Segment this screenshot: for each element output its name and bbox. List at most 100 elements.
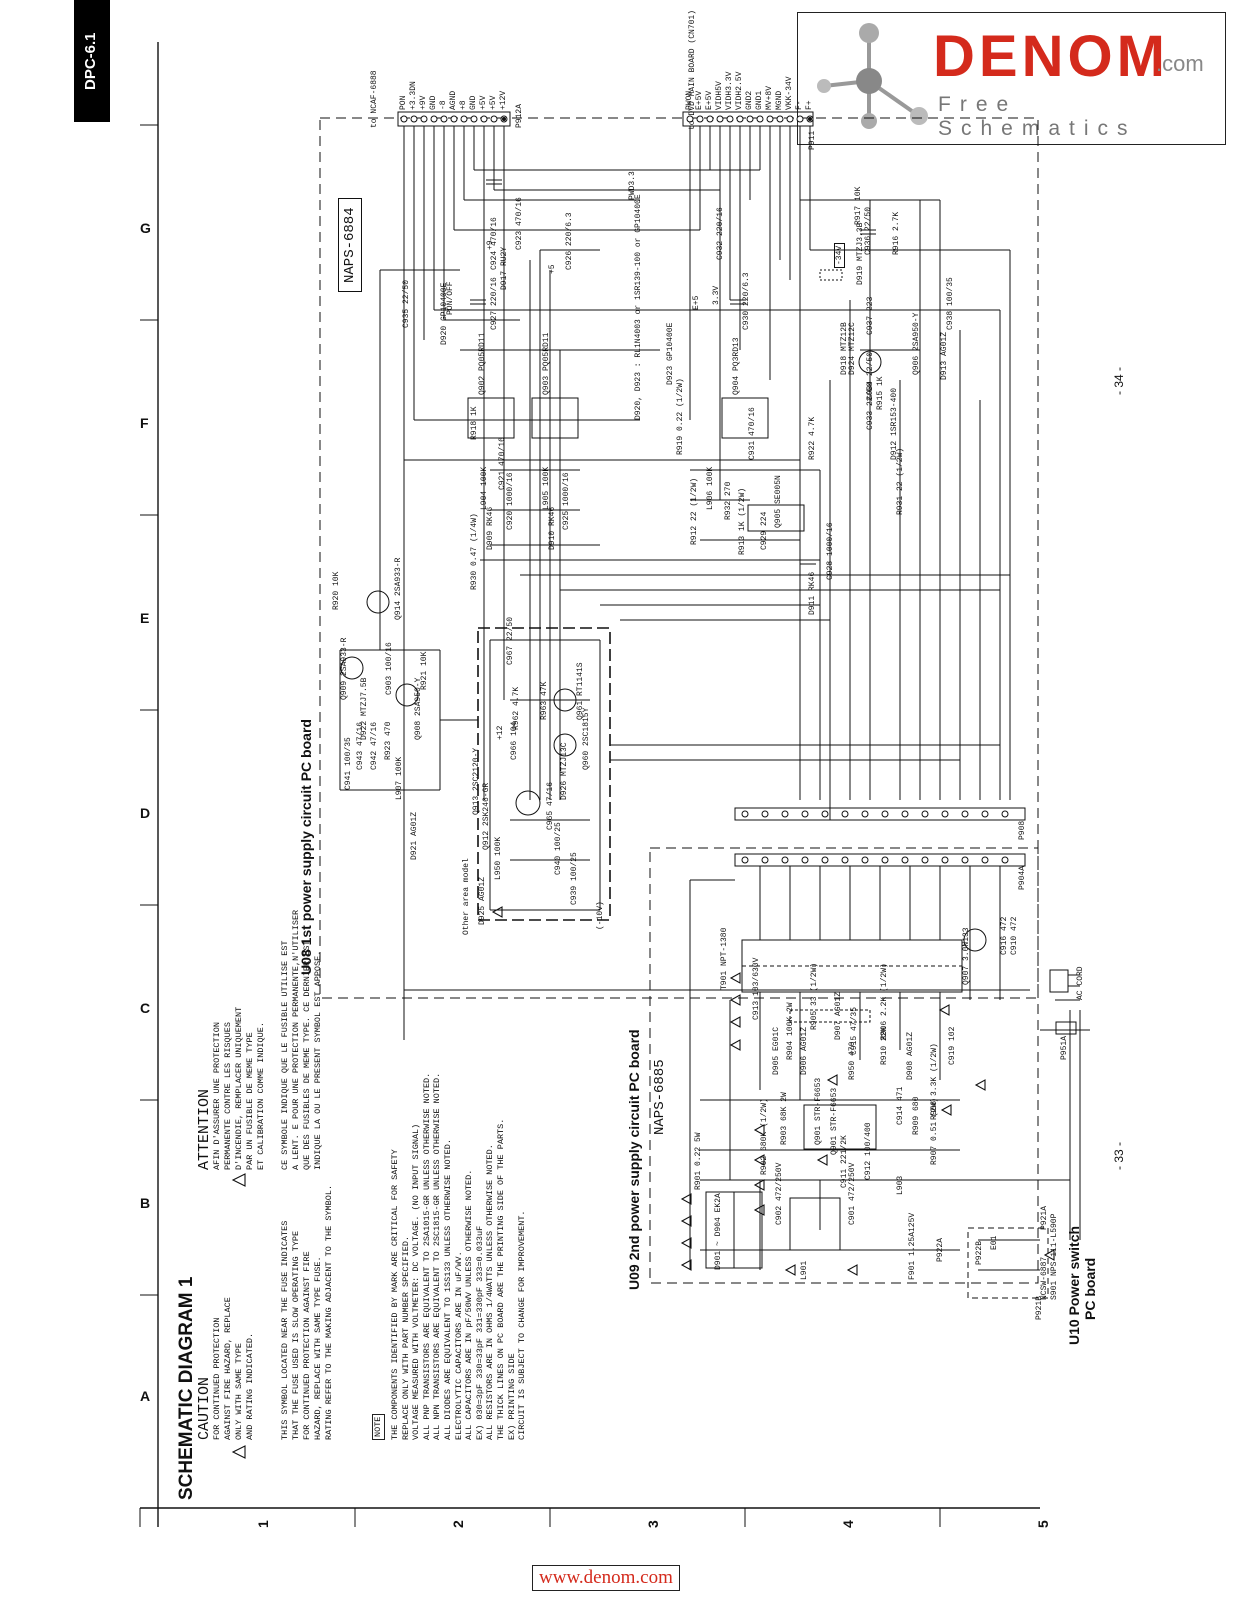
part-label: C935 22/50: [402, 279, 411, 328]
part-label: R904 100K 2W: [786, 1002, 795, 1060]
part-label: R917 10K: [854, 186, 863, 225]
notes-list: THE COMPONENTS IDENTIFIED BY MARK ARE CR…: [390, 1072, 528, 1440]
part-label: C965 47/16: [546, 781, 555, 830]
voltage-label-minus34: -34V: [834, 242, 845, 268]
part-label: Q961 RT1141S: [576, 662, 585, 720]
part-label: R915 1K: [876, 376, 885, 410]
column-label-d: D: [140, 805, 151, 821]
net-label-pon-off: PON/OFF: [446, 281, 455, 315]
part-label: C921 470/16: [498, 437, 507, 490]
part-label: C929 224: [760, 511, 769, 550]
p951a-label: P951A: [1060, 1035, 1069, 1060]
board-label-u10-line1: U10 Power switch: [1066, 1225, 1082, 1345]
part-label: R918 1K: [470, 406, 479, 440]
p911-id: P911: [808, 130, 817, 150]
p912a-pin-8: +5V: [479, 95, 488, 110]
part-label: R963 47K: [540, 681, 549, 720]
board-code-u08: NAPS-6884: [338, 198, 362, 292]
p912a-pin-0: PON: [399, 95, 408, 110]
part-label: D923 GP10400E: [666, 322, 675, 385]
ic-label-q901: Q901 STR-F6653: [814, 1077, 823, 1145]
footer-website-link[interactable]: www.denom.com: [532, 1565, 680, 1591]
p912a-pin-3: GND: [429, 95, 438, 110]
part-label: D917 RU2Y: [500, 246, 509, 290]
part-label: L950 100K: [494, 836, 503, 880]
p911-pin-1: E+5V: [695, 90, 704, 110]
part-label: D921 AG01Z: [410, 811, 419, 860]
p911-pin-5: VIDH2.5V: [735, 71, 744, 110]
part-label: L905 100K: [542, 466, 551, 510]
p912a-pin-5: AGND: [449, 90, 458, 110]
caution-heading: CAUTION: [196, 1376, 213, 1440]
diode-substitution-note: D920, D923 : RL1N4003 or 1SR139-100 or G…: [634, 194, 643, 420]
part-label: Q914 2SA933-R: [394, 557, 403, 620]
p911-pin-2: E+5V: [705, 90, 714, 110]
part-label: Q912 2SK246-GR: [482, 782, 491, 850]
part-label: C916 472: [1000, 916, 1009, 955]
ic-label-q904: Q904 PQ3RD13: [732, 337, 741, 395]
part-label: R912 22 (1/2W): [690, 477, 699, 545]
part-label: C901 472/250V: [848, 1162, 857, 1225]
part-label: L906 100K: [706, 466, 715, 510]
part-label: C938 100/35: [946, 277, 955, 330]
part-label: R901 0.22 5W: [694, 1132, 703, 1190]
part-label: R913 1K (1/2W): [738, 487, 747, 555]
part-label: C926 220/6.3: [565, 212, 574, 270]
p922b-label: P922B: [975, 1240, 984, 1265]
part-label: T901 NPT-1380: [720, 927, 729, 990]
p911-pin-6: GND2: [745, 90, 754, 110]
part-label: R931 22 (1/2W): [896, 447, 905, 515]
part-label: S901 NPS-111-L590P: [1050, 1213, 1059, 1300]
column-label-e: E: [140, 610, 150, 626]
part-label: C919 102: [948, 1026, 957, 1065]
part-label: R932 270: [724, 481, 733, 520]
column-label-c: C: [140, 1000, 151, 1016]
model-tab: DPC-6.1: [74, 0, 110, 122]
part-label: C928 1000/16: [826, 522, 835, 580]
part-label: R930 0.47 (1/4W): [470, 513, 479, 590]
ic-label-q903: Q903 PQ05RD11: [542, 332, 551, 395]
part-label: C910 472: [1010, 916, 1019, 955]
part-label: C920 1000/16: [506, 472, 515, 530]
part-label: C914 471: [896, 1086, 905, 1125]
logo-subtitle: Free Schematics: [938, 93, 1137, 140]
other-area-label: Other area model: [462, 858, 471, 935]
ic-label-q905: Q905 SE005N: [774, 475, 783, 528]
part-label: D906 AG01Z: [800, 1026, 809, 1075]
part-label: Q909 2SA933-R: [340, 637, 349, 700]
molecule-logo-icon: [817, 23, 928, 129]
part-label: C930 220/6.3: [742, 272, 751, 330]
part-label: L903: [896, 1175, 905, 1195]
part-label: R910 22K: [880, 1026, 889, 1065]
part-label: R919 0.22 (1/2W): [676, 378, 685, 455]
row-label-2: 2: [450, 1520, 466, 1528]
p911-pin-12: F+: [805, 100, 814, 110]
part-label: R902 680K (1/2W): [760, 1098, 769, 1175]
p912a-dest: to NCAF-6888: [370, 70, 379, 128]
part-label: C936 22/50: [864, 206, 873, 255]
part-label: R920 10K: [332, 571, 341, 610]
p921-label: P921A: [1040, 1205, 1049, 1230]
board-label-u09: U09 2nd power supply circuit PC board: [626, 1029, 642, 1290]
p911-pin-0: PWON: [685, 90, 694, 110]
part-label: C913 103/630V: [752, 957, 761, 1020]
p911-pin-7: GND1: [755, 90, 764, 110]
board-label-u10-line2: PC board: [1082, 1257, 1098, 1320]
part-label: Q908 2SA950-Y: [414, 677, 423, 740]
part-label: C925 1000/16: [562, 472, 571, 530]
fuse-note-english: THIS SYMBOL LOCATED NEAR THE FUSE INDICA…: [280, 1184, 334, 1440]
p912a-pin-1: +3.3DN: [409, 81, 418, 110]
p912a-id: P912A: [515, 103, 524, 128]
page-title: SCHEMATIC DIAGRAM 1: [176, 1276, 197, 1500]
e01-label: E01: [990, 1235, 999, 1250]
part-label: D925 AG01Z: [478, 876, 487, 925]
voltage-label-plus5: +5: [548, 264, 557, 274]
p911-pin-10: VKK-34V: [785, 76, 794, 110]
p921b-label: P921B: [1035, 1295, 1044, 1320]
part-label: R903 68K 2W: [780, 1092, 789, 1145]
part-label: Q913 2SC2120-Y: [472, 747, 481, 815]
part-label: D911 RK46: [808, 571, 817, 615]
denom-logo: DENOM .com Free Schematics: [797, 12, 1226, 145]
voltage-label-plus9: +9: [486, 240, 495, 250]
